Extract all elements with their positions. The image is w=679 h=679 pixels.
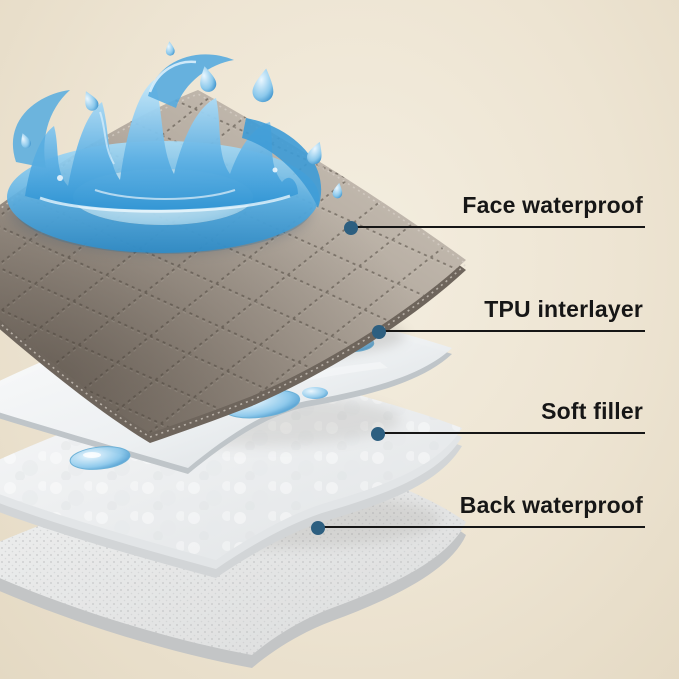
callout-dot bbox=[371, 427, 385, 441]
callout-soft-filler: Soft filler bbox=[371, 398, 645, 441]
callout-dot bbox=[372, 325, 386, 339]
callout-tpu-interlayer: TPU interlayer bbox=[372, 296, 645, 339]
callout-dot bbox=[311, 521, 325, 535]
callout-dot bbox=[344, 221, 358, 235]
callout-face-waterproof: Face waterproof bbox=[344, 192, 645, 235]
water-splash-illustration bbox=[7, 41, 344, 254]
callout-label: Soft filler bbox=[541, 398, 643, 424]
callout-label: Face waterproof bbox=[462, 192, 643, 218]
callout-back-waterproof: Back waterproof bbox=[311, 492, 645, 535]
callout-label: TPU interlayer bbox=[484, 296, 643, 322]
callout-label: Back waterproof bbox=[459, 492, 643, 518]
